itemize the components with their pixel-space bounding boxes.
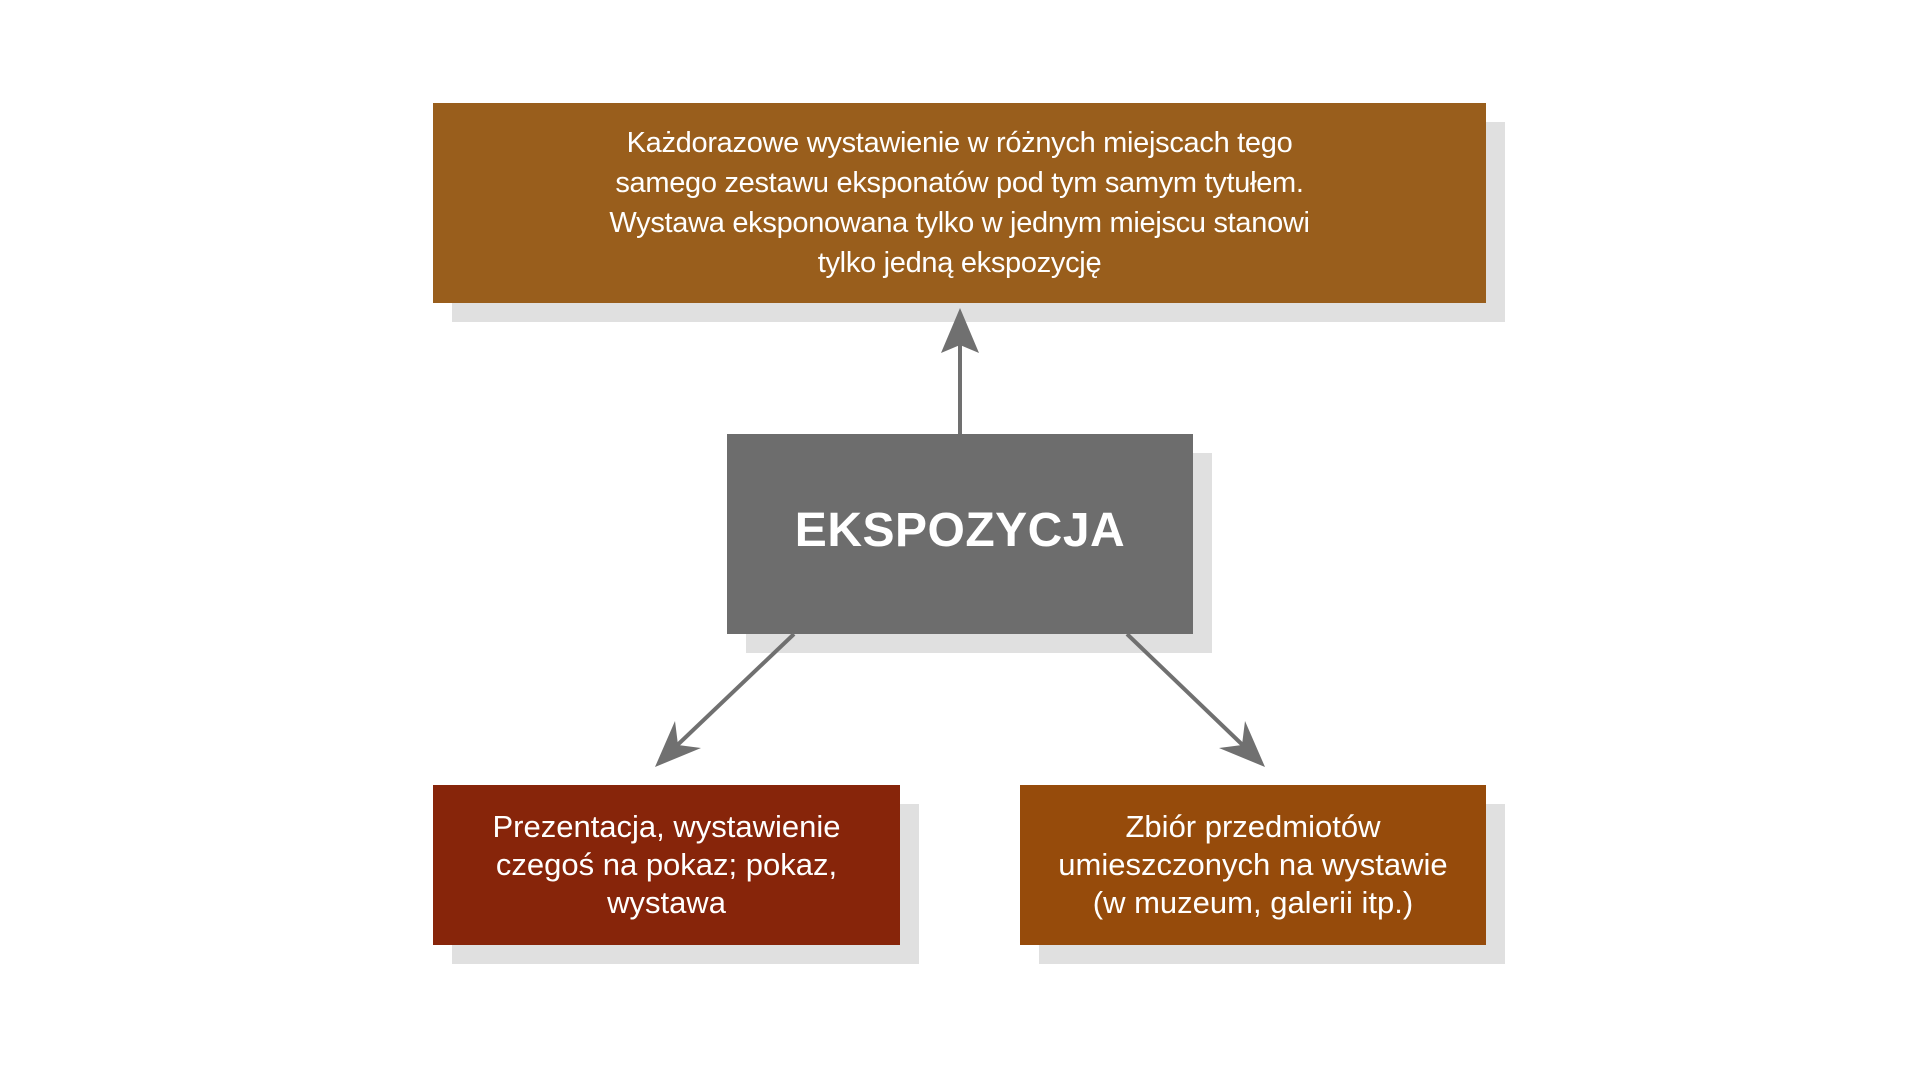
arrow-down-left-icon [655, 632, 796, 767]
central-concept-label: EKSPOZYCJA [794, 503, 1126, 557]
arrow-down-right-icon [1125, 632, 1265, 767]
arrow-up-icon [941, 308, 979, 434]
definition-bottom-left-text: Prezentacja, wystawienie czegoś na pokaz… [492, 809, 841, 920]
definition-box-bottom-right: Zbiór przedmiotów umieszczonych na wysta… [1020, 785, 1486, 945]
definition-bottom-right-text: Zbiór przedmiotów umieszczonych na wysta… [1058, 809, 1448, 920]
definition-box-bottom-left: Prezentacja, wystawienie czegoś na pokaz… [433, 785, 900, 945]
definition-top-text: Każdorazowe wystawienie w różnych miejsc… [609, 127, 1310, 279]
central-concept-box: EKSPOZYCJA [727, 434, 1193, 634]
definition-box-top: Każdorazowe wystawienie w różnych miejsc… [433, 103, 1486, 303]
